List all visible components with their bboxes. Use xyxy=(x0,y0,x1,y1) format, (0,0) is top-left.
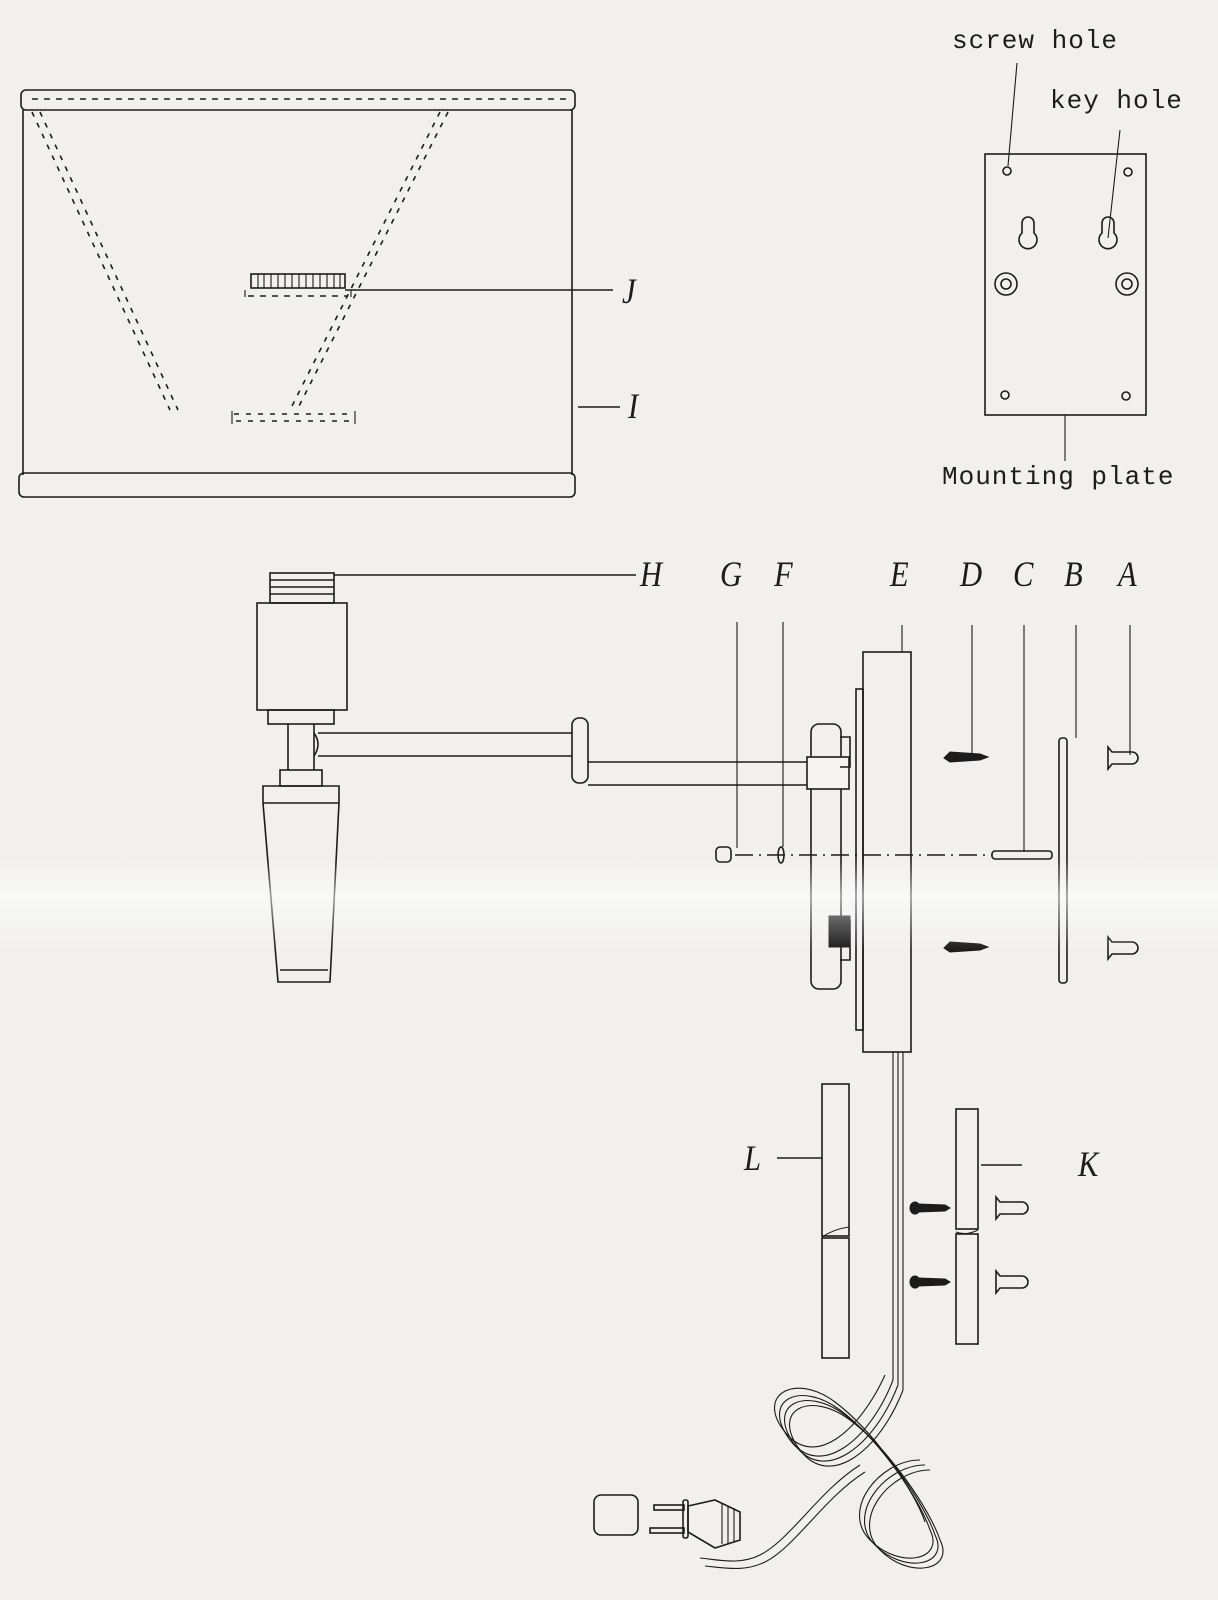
lamp-shade xyxy=(18,89,576,498)
cord-cover-base-K xyxy=(909,1108,1029,1345)
screw-hole-icon xyxy=(1121,391,1131,401)
screw-hole-icon xyxy=(1000,390,1010,400)
label-screw-hole: screw hole xyxy=(952,26,1119,56)
label-C: C xyxy=(1013,554,1034,594)
part-leaders xyxy=(736,622,1131,852)
label-key-hole: key hole xyxy=(1050,86,1183,116)
label-F: F xyxy=(774,554,793,594)
label-E: E xyxy=(890,554,909,594)
label-L: L xyxy=(744,1138,762,1178)
label-A: A xyxy=(1118,554,1137,594)
key-hole-icon xyxy=(1018,216,1038,250)
hidden-cone-lines xyxy=(31,111,449,411)
shade-ring-J xyxy=(244,273,352,297)
plug-icon xyxy=(593,1494,741,1549)
label-H: H xyxy=(640,554,663,594)
stud-C xyxy=(991,850,1053,860)
screw-hole-icon xyxy=(1002,166,1012,176)
label-K: K xyxy=(1078,1144,1099,1184)
label-mounting-plate: Mounting plate xyxy=(942,462,1175,492)
lamp-body xyxy=(256,572,348,983)
screw-hole-icon xyxy=(1123,167,1133,177)
label-I: I xyxy=(628,386,639,426)
bottom-fitter xyxy=(231,411,356,424)
label-D: D xyxy=(960,554,983,594)
label-J: J xyxy=(622,271,636,311)
paper-crease xyxy=(0,860,1218,950)
key-hole-icon xyxy=(1098,216,1118,250)
cord-cover-L xyxy=(777,1083,850,1359)
backplate-E xyxy=(855,651,912,1053)
label-G: G xyxy=(720,554,743,594)
power-cord xyxy=(593,1052,944,1570)
label-B: B xyxy=(1064,554,1083,594)
mounting-plate xyxy=(984,62,1147,461)
